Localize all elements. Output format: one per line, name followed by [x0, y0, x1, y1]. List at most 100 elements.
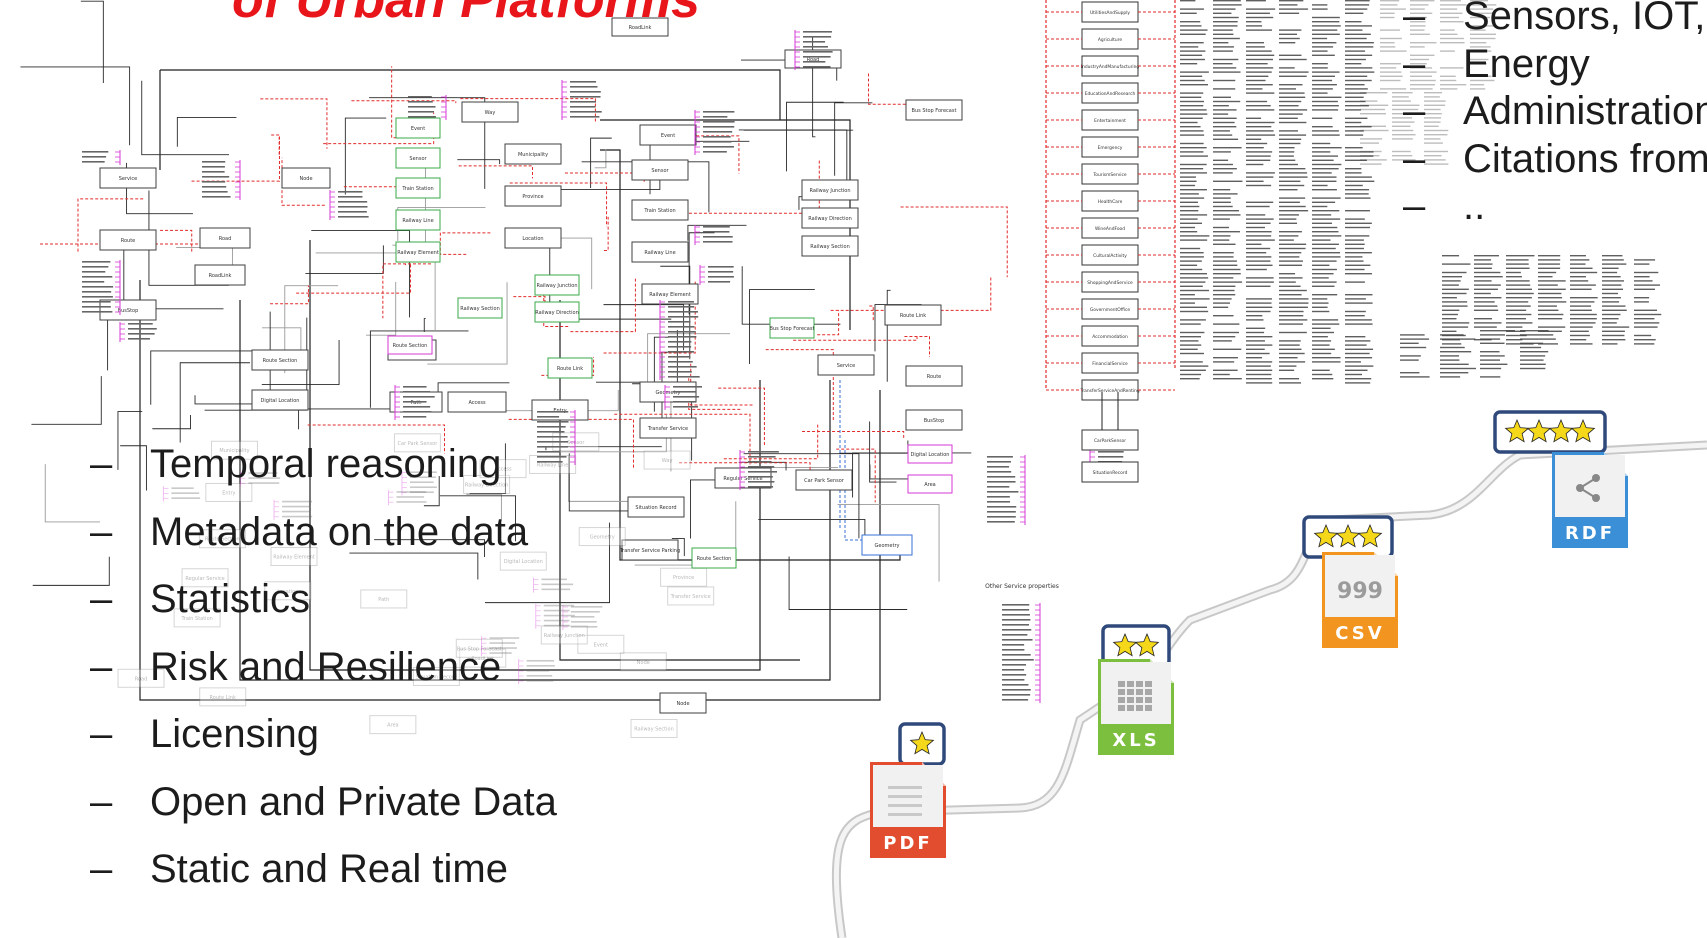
star-icon	[1504, 418, 1530, 443]
star-icon	[1548, 418, 1574, 443]
taxonomy-service-label: WineAndFood	[1095, 226, 1125, 232]
ontology-relation-line	[466, 493, 502, 522]
node-label: Railway Element	[397, 250, 439, 256]
node-label: Road	[807, 57, 820, 63]
bullet-text: Temporal reasoning	[150, 442, 502, 486]
ontology-relation-line	[647, 333, 730, 386]
ontology-class-node: Way	[461, 101, 519, 123]
bullet-dash: –	[1403, 184, 1426, 228]
ontology-dashed-relation	[570, 277, 636, 333]
node-label: Railway Junction	[544, 633, 585, 639]
ontology-relation-line	[834, 102, 873, 176]
ontology-class-node: Route	[99, 229, 157, 251]
node-label: Route	[121, 238, 136, 244]
node-label: Regular Service	[185, 576, 224, 582]
property-bracket	[664, 385, 702, 410]
property-bracket	[739, 450, 779, 490]
property-bracket	[694, 110, 735, 155]
ontology-relation-line	[159, 69, 781, 170]
node-label: Service	[119, 176, 137, 182]
ontology-relation-line	[427, 282, 508, 365]
ontology-class-node: Bus Stop Forecast	[455, 638, 503, 658]
node-label: Way	[485, 110, 496, 116]
node-label: Province	[522, 194, 543, 200]
ontology-class-node: Route Link	[547, 357, 593, 379]
ontology-class-node: Event	[395, 117, 441, 139]
ontology-relation-line	[671, 537, 685, 557]
ontology-relation-line	[80, 0, 104, 83]
property-bracket	[401, 470, 437, 496]
node-label: Railway Direction	[465, 482, 509, 488]
property-bracket	[408, 95, 447, 120]
ontology-dashed-relation	[830, 276, 992, 311]
ontology-relation-line	[788, 556, 908, 610]
pdf-file-icon: PDF	[870, 762, 946, 858]
node-label: Train Station	[643, 208, 675, 214]
ontology-class-node: Event	[577, 634, 625, 654]
node-label: Transfer Service	[647, 426, 688, 432]
property-bracket	[562, 605, 603, 630]
node-label: Node	[676, 701, 689, 707]
ontology-dashed-relation	[868, 73, 916, 105]
file-format-label: XLS	[1112, 730, 1159, 751]
ontology-class-node: Route Section	[387, 335, 433, 355]
node-label: Route Section	[205, 537, 240, 543]
node-label: Area	[387, 723, 399, 729]
bullet-item: –Metadata on the data	[90, 502, 557, 570]
taxonomy-service-node: SituationRecord	[1081, 461, 1139, 483]
ontology-class-node: Railway Section	[801, 235, 859, 257]
ontology-dashed-relation	[509, 182, 608, 227]
ontology-dashed-relation	[603, 280, 696, 354]
bullet-item: –Temporal reasoning	[90, 434, 557, 502]
ontology-relation-line	[581, 161, 710, 213]
ontology-class-node: Node	[659, 692, 707, 714]
ontology-class-node: Location	[264, 581, 312, 601]
ontology-relation-line	[590, 137, 612, 188]
star-icon	[909, 730, 935, 755]
bullet-dash: –	[1403, 41, 1426, 86]
bullet-text: ..	[1463, 184, 1486, 228]
taxonomy-service-label: Accommodation	[1092, 334, 1128, 340]
taxonomy-service-label: GovernmentOffice	[1090, 307, 1130, 313]
ontology-class-node: Location	[504, 227, 562, 249]
star-rating-badge	[898, 722, 946, 766]
taxonomy-service-label: UtilitiesAndSupply	[1090, 10, 1130, 16]
node-label: Railway Section	[460, 306, 500, 312]
node-label: Railway Section	[634, 726, 674, 732]
bullet-item: –Administration	[1403, 87, 1707, 135]
node-label: Municipality	[219, 448, 249, 454]
ontology-class-node: Digital Location	[907, 444, 953, 464]
taxonomy-service-label: HealthCare	[1098, 199, 1123, 205]
star-icon	[1526, 418, 1552, 443]
ontology-class-node: Route	[905, 365, 963, 387]
property-bracket	[535, 603, 575, 629]
ontology-relation-line	[349, 552, 479, 580]
ontology-class-node: Service	[99, 167, 157, 189]
ontology-class-node: RoadLink	[459, 648, 507, 668]
ontology-relation-line	[660, 265, 691, 360]
bullet-text: Energy	[1463, 41, 1590, 86]
ontology-class-node: Route Section	[691, 547, 737, 569]
ontology-class-node: Province	[660, 567, 708, 587]
node-label: RoadLink	[471, 656, 494, 662]
ontology-relation-line	[837, 504, 940, 582]
node-label: Road	[135, 676, 148, 682]
ontology-class-node: Access	[479, 459, 527, 479]
node-label: Car Park Sensor	[804, 478, 845, 484]
rdf-file-icon: RDF	[1552, 452, 1628, 548]
node-label: Geometry	[590, 535, 615, 541]
node-label: Railway Junction	[809, 188, 850, 194]
node-label: Path	[378, 597, 389, 603]
ontology-class-node: Railway Direction	[463, 474, 511, 494]
node-label: Railway Line	[644, 250, 675, 256]
ontology-relation-line	[869, 421, 897, 483]
node-label: Route Link	[557, 366, 583, 372]
ontology-class-node: Route Section	[198, 529, 246, 549]
ontology-dashed-relation	[260, 98, 328, 149]
ontology-dashed-relation	[765, 349, 834, 422]
ontology-dashed-relation	[77, 198, 144, 254]
ontology-dashed-relation	[836, 448, 876, 503]
ontology-class-node: BusStop	[99, 299, 157, 321]
bullet-dash: –	[90, 442, 113, 486]
